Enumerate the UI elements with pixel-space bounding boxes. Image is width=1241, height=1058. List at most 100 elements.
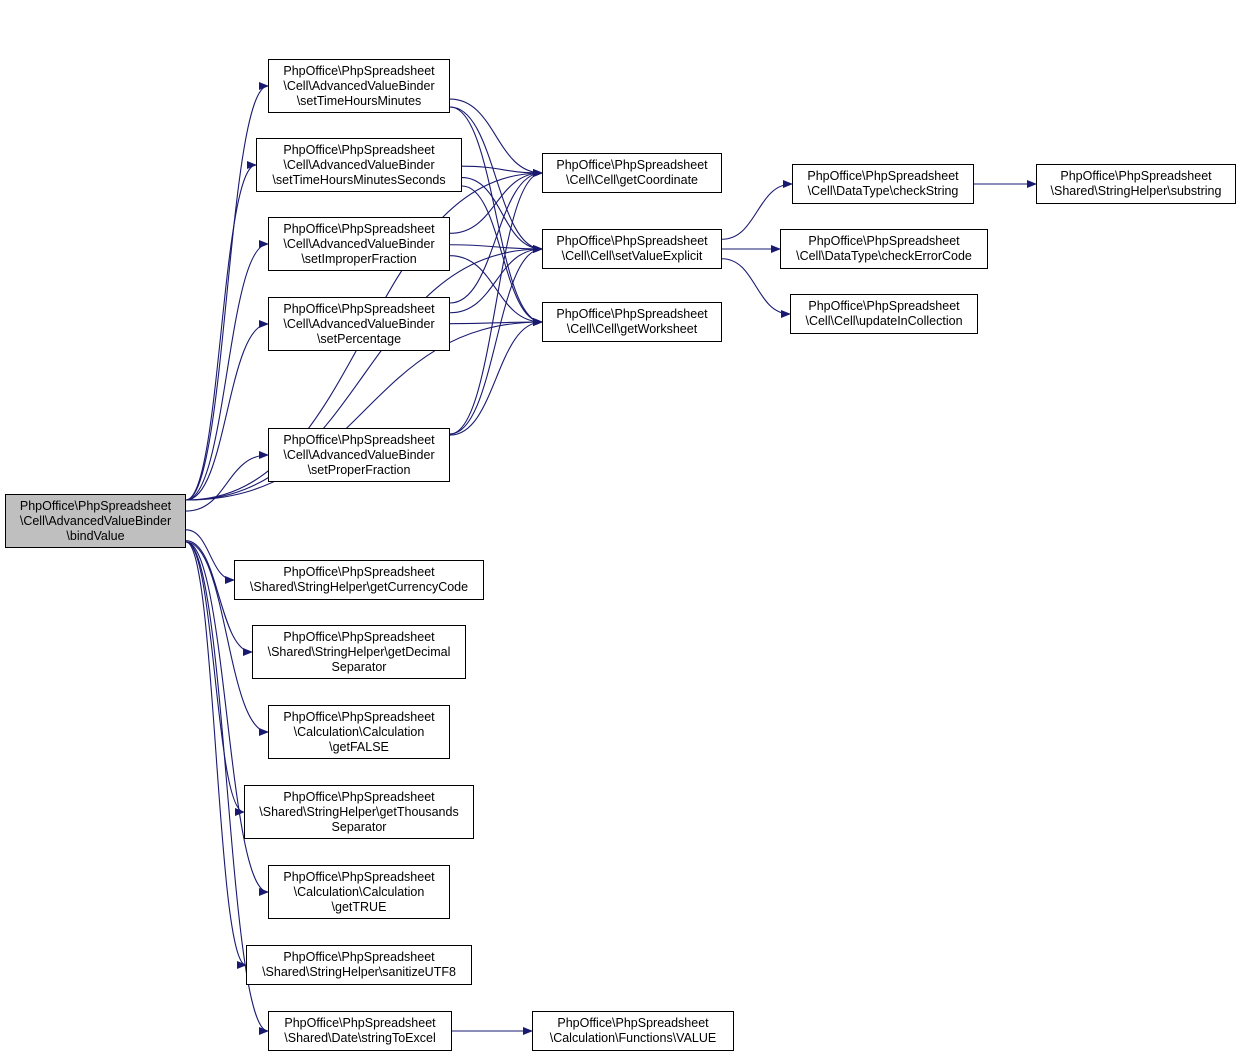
- edge-bindValue-to-setPercentage: [185, 320, 269, 501]
- edge-bindValue-to-setTimeHoursMinutes: [185, 82, 269, 501]
- node-VALUE[interactable]: PhpOffice\PhpSpreadsheet \Calculation\Fu…: [532, 1011, 734, 1051]
- node-label-line: PhpOffice\PhpSpreadsheet: [283, 565, 435, 579]
- edge-bindValue-to-sanitizeUTF8: [185, 541, 247, 969]
- node-bindValue: PhpOffice\PhpSpreadsheet \Cell\AdvancedV…: [5, 494, 186, 548]
- node-checkString[interactable]: PhpOffice\PhpSpreadsheet \Cell\DataType\…: [792, 164, 974, 204]
- node-label-line: PhpOffice\PhpSpreadsheet: [283, 869, 435, 884]
- node-label-line: \bindValue: [66, 528, 125, 543]
- node-label-line: \Cell\AdvancedValueBinder: [283, 236, 435, 251]
- node-label-line: PhpOffice\PhpSpreadsheet: [283, 709, 435, 724]
- edge-setTimeHoursMinutes-to-getWorksheet: [449, 106, 543, 326]
- node-setTimeHoursMinutes[interactable]: PhpOffice\PhpSpreadsheet \Cell\AdvancedV…: [268, 59, 450, 113]
- edge-bindValue-to-getTRUE: [185, 541, 269, 896]
- edge-setProperFraction-to-setValueExplicit: [449, 245, 543, 435]
- node-setPercentage[interactable]: PhpOffice\PhpSpreadsheet \Cell\AdvancedV…: [268, 297, 450, 351]
- node-label-line: \getTRUE: [331, 899, 387, 914]
- edge-bindValue-to-setValueExplicit: [185, 245, 543, 501]
- node-stringToExcel[interactable]: PhpOffice\PhpSpreadsheet \Shared\Date\st…: [268, 1011, 452, 1051]
- node-label-line: \Shared\Date\stringToExcel: [284, 1031, 436, 1045]
- node-label-line: \Calculation\Calculation: [293, 884, 425, 899]
- node-label-line: \Cell\AdvancedValueBinder: [283, 78, 435, 93]
- edge-bindValue-to-getDecimalSeparator: [185, 540, 253, 656]
- node-label-line: \setProperFraction: [307, 462, 411, 477]
- edge-setTimeHoursMinutesSeconds-to-setValueExplicit: [461, 177, 543, 253]
- node-label-line: \Shared\StringHelper\getDecimal: [267, 644, 451, 659]
- node-label-line: \Cell\AdvancedValueBinder: [283, 316, 435, 331]
- node-updateInCollection[interactable]: PhpOffice\PhpSpreadsheet \Cell\Cell\upda…: [790, 294, 978, 334]
- node-label-line: PhpOffice\PhpSpreadsheet: [556, 234, 708, 248]
- node-getCoordinate[interactable]: PhpOffice\PhpSpreadsheet \Cell\Cell\getC…: [542, 153, 722, 193]
- node-label-line: \Calculation\Functions\VALUE: [549, 1031, 717, 1045]
- node-label-line: PhpOffice\PhpSpreadsheet: [283, 63, 435, 78]
- node-setProperFraction[interactable]: PhpOffice\PhpSpreadsheet \Cell\AdvancedV…: [268, 428, 450, 482]
- node-label-line: \getFALSE: [329, 739, 389, 754]
- edge-setValueExplicit-to-checkString: [721, 180, 793, 240]
- node-label-line: \Cell\AdvancedValueBinder: [283, 157, 435, 172]
- node-label-line: PhpOffice\PhpSpreadsheet: [1060, 169, 1212, 183]
- node-substring[interactable]: PhpOffice\PhpSpreadsheet \Shared\StringH…: [1036, 164, 1236, 204]
- node-label-line: Separator: [331, 659, 387, 674]
- node-label-line: PhpOffice\PhpSpreadsheet: [808, 234, 960, 248]
- node-checkErrorCode[interactable]: PhpOffice\PhpSpreadsheet \Cell\DataType\…: [780, 229, 988, 269]
- node-label-line: PhpOffice\PhpSpreadsheet: [283, 221, 435, 236]
- node-label-line: PhpOffice\PhpSpreadsheet: [283, 629, 435, 644]
- node-sanitizeUTF8[interactable]: PhpOffice\PhpSpreadsheet \Shared\StringH…: [246, 945, 472, 985]
- node-label-line: PhpOffice\PhpSpreadsheet: [808, 299, 960, 313]
- node-label-line: PhpOffice\PhpSpreadsheet: [283, 432, 435, 447]
- node-label-line: \Shared\StringHelper\getCurrencyCode: [249, 580, 469, 594]
- node-label-line: PhpOffice\PhpSpreadsheet: [284, 1016, 436, 1030]
- node-label-line: PhpOffice\PhpSpreadsheet: [556, 307, 708, 321]
- node-label-line: \Cell\Cell\getWorksheet: [566, 322, 698, 336]
- node-label-line: \setTimeHoursMinutes: [296, 93, 422, 108]
- node-setImproperFraction[interactable]: PhpOffice\PhpSpreadsheet \Cell\AdvancedV…: [268, 217, 450, 271]
- edge-setProperFraction-to-getCoordinate: [449, 169, 543, 435]
- edge-setTimeHoursMinutesSeconds-to-getWorksheet: [461, 185, 543, 326]
- edge-bindValue-to-stringToExcel: [185, 541, 269, 1035]
- node-label-line: PhpOffice\PhpSpreadsheet: [283, 950, 435, 964]
- edge-setTimeHoursMinutesSeconds-to-getCoordinate: [461, 165, 543, 177]
- node-label-line: \Cell\AdvancedValueBinder: [19, 513, 172, 528]
- node-label-line: PhpOffice\PhpSpreadsheet: [556, 158, 708, 172]
- node-label-line: Separator: [331, 819, 387, 834]
- node-label-line: PhpOffice\PhpSpreadsheet: [283, 789, 435, 804]
- node-label-line: \Cell\Cell\updateInCollection: [805, 314, 963, 328]
- node-label-line: PhpOffice\PhpSpreadsheet: [283, 301, 435, 316]
- edge-bindValue-to-setImproperFraction: [185, 240, 269, 501]
- edge-bindValue-to-getCurrencyCode: [185, 529, 235, 584]
- edge-bindValue-to-getWorksheet: [185, 318, 543, 501]
- edge-bindValue-to-setTimeHoursMinutesSeconds: [185, 161, 257, 501]
- node-setTimeHoursMinutesSeconds[interactable]: PhpOffice\PhpSpreadsheet \Cell\AdvancedV…: [256, 138, 462, 192]
- edge-setPercentage-to-setValueExplicit: [449, 245, 543, 314]
- node-label-line: \Shared\StringHelper\getThousands: [259, 804, 459, 819]
- node-label-line: \setTimeHoursMinutesSeconds: [272, 172, 446, 187]
- node-getDecimalSeparator[interactable]: PhpOffice\PhpSpreadsheet \Shared\StringH…: [252, 625, 466, 679]
- node-label-line: \Cell\Cell\getCoordinate: [565, 173, 698, 187]
- node-label-line: \Cell\Cell\setValueExplicit: [561, 249, 703, 263]
- node-label-line: \setImproperFraction: [301, 251, 417, 266]
- node-getThousandsSeparator[interactable]: PhpOffice\PhpSpreadsheet \Shared\StringH…: [244, 785, 474, 839]
- node-label-line: \Shared\StringHelper\substring: [1050, 184, 1222, 198]
- node-label-line: \Shared\StringHelper\sanitizeUTF8: [262, 965, 456, 979]
- edge-setTimeHoursMinutes-to-getCoordinate: [449, 98, 543, 177]
- node-label-line: \setPercentage: [316, 331, 402, 346]
- node-label-line: PhpOffice\PhpSpreadsheet: [283, 142, 435, 157]
- edge-bindValue-to-getFALSE: [185, 541, 269, 736]
- edge-setPercentage-to-getWorksheet: [449, 318, 543, 327]
- edge-bindValue-to-getThousandsSeparator: [185, 541, 245, 816]
- node-getCurrencyCode[interactable]: PhpOffice\PhpSpreadsheet \Shared\StringH…: [234, 560, 484, 600]
- edge-setTimeHoursMinutes-to-setValueExplicit: [449, 106, 543, 253]
- node-getFALSE[interactable]: PhpOffice\PhpSpreadsheet \Calculation\Ca…: [268, 705, 450, 759]
- edge-setProperFraction-to-getWorksheet: [449, 318, 543, 436]
- node-getTRUE[interactable]: PhpOffice\PhpSpreadsheet \Calculation\Ca…: [268, 865, 450, 919]
- node-label-line: PhpOffice\PhpSpreadsheet: [807, 169, 959, 183]
- edge-setImproperFraction-to-setValueExplicit: [449, 244, 543, 253]
- edge-setImproperFraction-to-getWorksheet: [449, 255, 543, 326]
- node-getWorksheet[interactable]: PhpOffice\PhpSpreadsheet \Cell\Cell\getW…: [542, 302, 722, 342]
- edge-setValueExplicit-to-updateInCollection: [721, 258, 791, 318]
- node-label-line: \Cell\DataType\checkErrorCode: [796, 249, 972, 263]
- node-label-line: \Calculation\Calculation: [293, 724, 425, 739]
- edge-setPercentage-to-getCoordinate: [449, 169, 543, 304]
- edge-bindValue-to-setProperFraction: [185, 451, 269, 512]
- node-setValueExplicit[interactable]: PhpOffice\PhpSpreadsheet \Cell\Cell\setV…: [542, 229, 722, 269]
